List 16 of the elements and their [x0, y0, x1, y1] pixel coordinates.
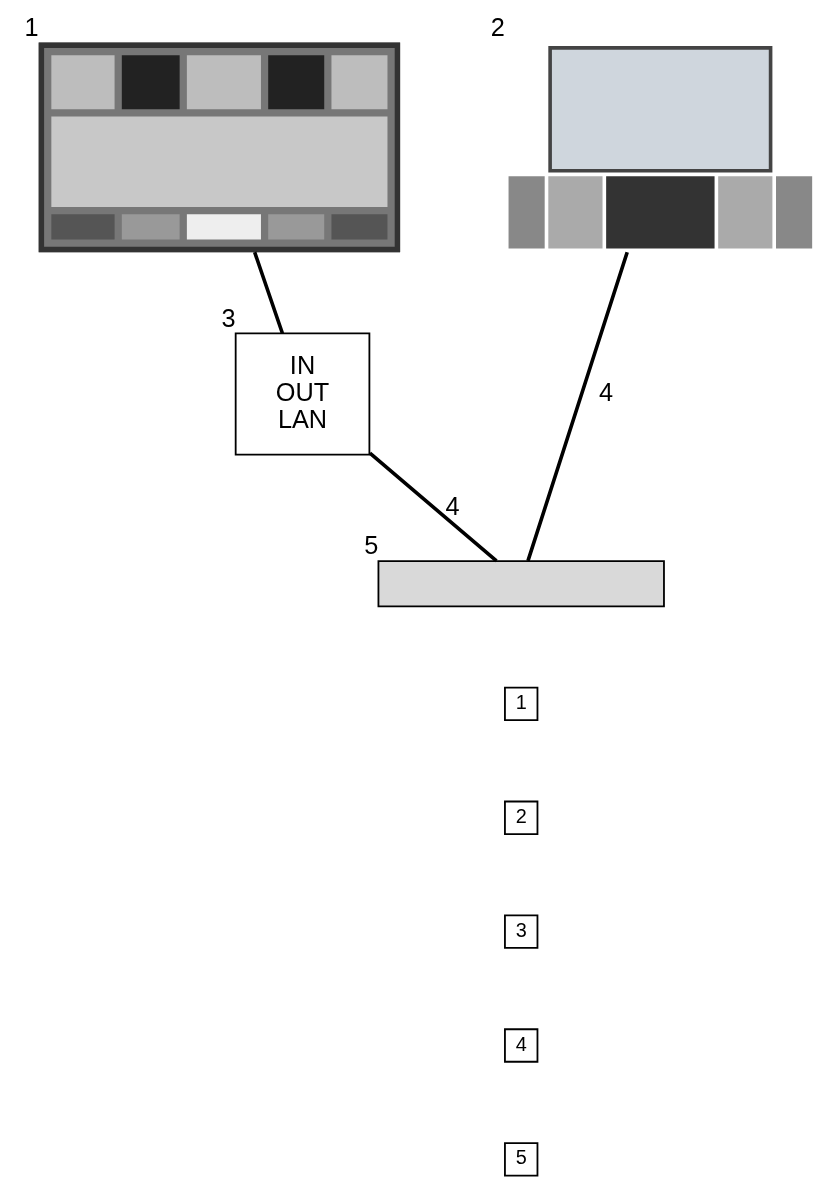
edge-label: 4	[598, 377, 613, 406]
edge-label: 4	[444, 491, 460, 520]
label: 3	[515, 918, 527, 941]
connector	[368, 451, 498, 563]
node-label: 1	[23, 12, 38, 41]
label: 2	[515, 804, 527, 827]
label: 5	[515, 1146, 527, 1169]
node-box: IN OUT LAN	[234, 332, 370, 456]
connector	[525, 251, 629, 562]
node-label: 3	[220, 303, 235, 332]
node-label: 2	[490, 12, 505, 41]
label: 1	[515, 690, 527, 713]
label: 4	[515, 1032, 527, 1055]
connector	[252, 251, 284, 334]
node-label: 5	[363, 531, 378, 560]
node-box	[377, 560, 665, 608]
